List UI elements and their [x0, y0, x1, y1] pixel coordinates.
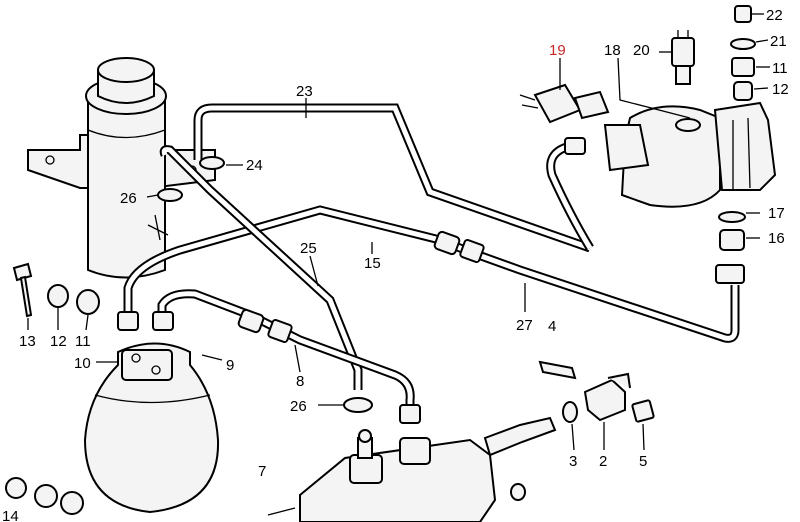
bolt-13	[12, 262, 33, 318]
callout-11-upper: 11	[772, 60, 788, 77]
nut-3	[562, 401, 578, 423]
callout-20: 20	[633, 42, 650, 59]
pipe-27	[468, 247, 740, 343]
seal-ring-17	[718, 211, 746, 223]
callout-19: 19	[549, 42, 566, 59]
grommet-11	[76, 289, 100, 315]
callout-5: 5	[639, 453, 647, 470]
callout-labels: 22 21 11 12 19 18 20 23 24 26 25 15 17 1…	[2, 7, 789, 522]
pressure-sensor	[671, 30, 695, 85]
callout-15: 15	[364, 255, 381, 272]
callout-24: 24	[246, 157, 263, 174]
bracket-2	[538, 360, 631, 422]
callout-4: 4	[548, 318, 556, 335]
pressure-switch	[519, 83, 610, 124]
hose-clamp-26-lower	[343, 397, 373, 413]
callout-7: 7	[258, 463, 266, 480]
pipe-15	[123, 205, 472, 315]
washer-12	[47, 284, 69, 308]
reservoir	[27, 57, 216, 279]
callout-16: 16	[768, 230, 785, 247]
callout-26-upper: 26	[120, 190, 137, 207]
callout-9: 9	[226, 357, 234, 374]
fitting-stack	[730, 5, 756, 101]
pipe-end-fittings	[117, 137, 586, 424]
pipe-union-8	[237, 308, 293, 344]
callout-22: 22	[766, 7, 783, 24]
callout-2: 2	[599, 453, 607, 470]
accumulator	[83, 342, 220, 514]
leader-lines	[27, 13, 770, 451]
callout-25: 25	[300, 240, 317, 257]
callout-13: 13	[19, 333, 36, 350]
callout-10: 10	[74, 355, 91, 372]
callout-3: 3	[569, 453, 577, 470]
hose-clamp-26-upper	[157, 188, 183, 202]
pressure-housing	[603, 101, 777, 208]
callout-11-lower: 11	[75, 333, 91, 350]
callout-8: 8	[296, 373, 304, 390]
clip-5	[631, 399, 655, 423]
callout-17: 17	[768, 205, 785, 222]
union-16	[715, 229, 745, 284]
hose-clamp-24	[199, 156, 225, 170]
callout-18: 18	[604, 42, 621, 59]
callout-21: 21	[770, 33, 787, 50]
callout-26-lower: 26	[290, 398, 307, 415]
bottom-small-parts	[5, 477, 526, 515]
callout-23: 23	[296, 83, 313, 100]
master-cylinder	[267, 416, 557, 522]
pipe-from-switch	[546, 140, 594, 251]
pipe-25	[159, 145, 363, 390]
callout-12-lower: 12	[50, 333, 67, 350]
callout-27: 27	[516, 317, 533, 334]
callout-12-upper: 12	[772, 81, 789, 98]
callout-14: 14	[2, 508, 19, 522]
pipe-union-15	[433, 230, 485, 264]
pipe-23	[193, 103, 592, 253]
